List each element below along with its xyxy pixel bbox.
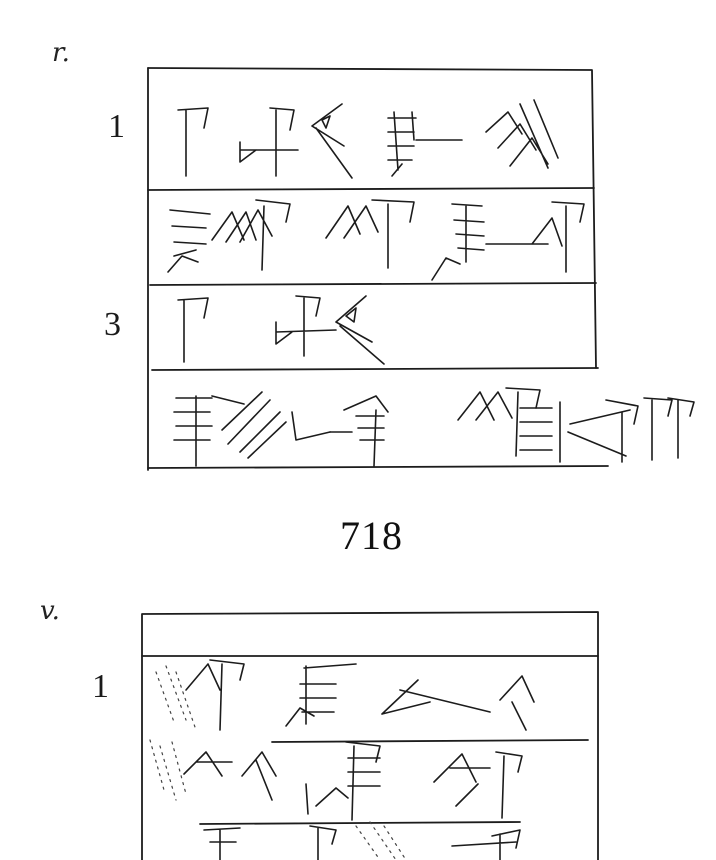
reverse-line-number-1: 1 [92,668,109,705]
reverse-line-1-signs [185,659,535,731]
reverse-ruling-3 [199,821,521,825]
obverse-ruling-2 [149,282,597,286]
obverse-ruling-1 [147,187,595,191]
obverse-line-number-3: 3 [104,306,121,343]
reverse-ruling-2 [271,739,589,743]
obverse-side-label: r. [52,38,70,68]
reverse-side-label: v. [40,596,60,626]
obverse-frame-outline [147,67,597,369]
obverse-line-number-1: 1 [108,108,125,145]
reverse-line-3-signs [203,825,521,860]
reverse-line-2-signs [183,741,523,821]
obverse-line-1-signs [177,99,559,179]
tablet-number: 718 [340,513,403,558]
obverse-line-3-signs [177,295,385,365]
obverse-line-4-signs [173,387,695,467]
reverse-damaged-area [149,665,407,860]
reverse-frame-outline [141,611,599,860]
obverse-bottom-line [147,465,609,469]
obverse-ruling-3 [151,367,599,371]
obverse-line-2-signs [167,199,585,281]
